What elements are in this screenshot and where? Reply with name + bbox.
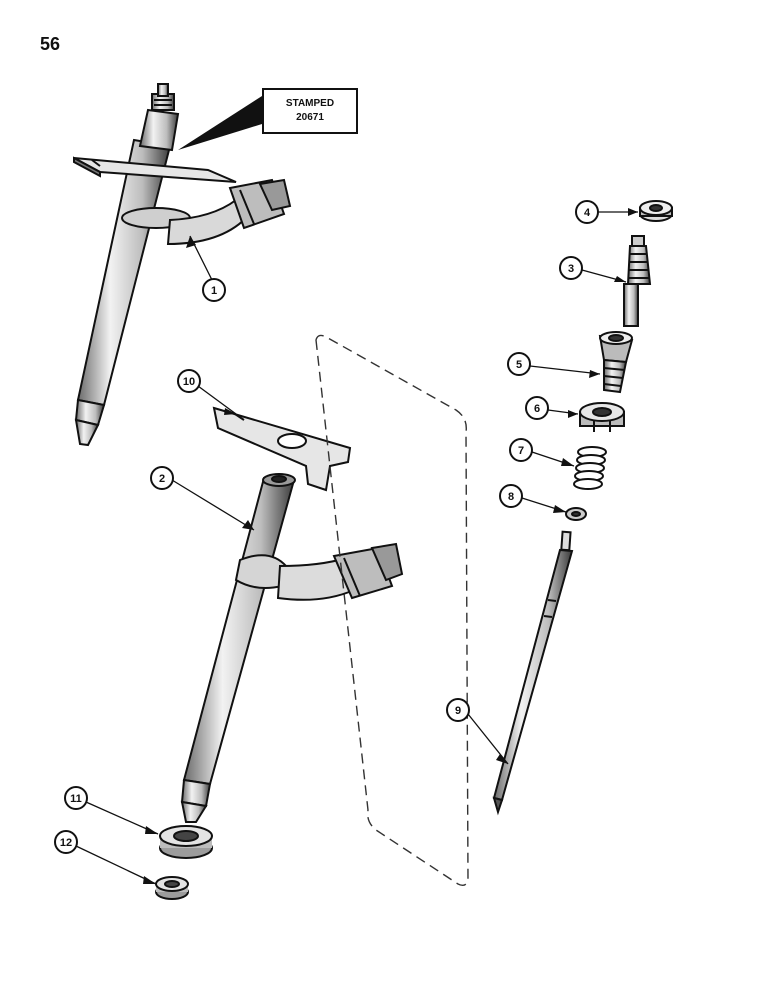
stamped-label-box: STAMPED 20671 (262, 88, 358, 134)
spring-seat-part-8 (565, 507, 587, 521)
sealing-washer-part-11 (159, 825, 213, 859)
callout-2: 2 (150, 466, 174, 490)
injector-assembly-2 (180, 473, 404, 823)
callout-5: 5 (507, 352, 531, 376)
callout-3: 3 (559, 256, 583, 280)
clamp-plate-part-10 (212, 406, 352, 492)
callout-6: 6 (525, 396, 549, 420)
callout-11: 11 (64, 786, 88, 810)
push-rod-part-9 (492, 530, 574, 816)
spring-part-7 (573, 446, 607, 490)
callout-12: 12 (54, 830, 78, 854)
spring-cap-bolt-part-5 (598, 331, 634, 394)
leader-lines (75, 211, 638, 885)
callout-1: 1 (202, 278, 226, 302)
stamped-label-line1: STAMPED (285, 98, 335, 109)
lock-nut-part-6 (579, 402, 625, 432)
callout-10: 10 (177, 369, 201, 393)
leader-arrowheads (143, 208, 638, 884)
callout-label-5: 5 (516, 359, 522, 371)
stamped-label-line2: 20671 (296, 112, 324, 123)
page-number: 56 (40, 34, 61, 54)
injector-assembly-1 (73, 83, 292, 447)
nut-part-4 (639, 200, 673, 222)
callout-label-4: 4 (584, 207, 591, 219)
phantom-boundary-outline (315, 334, 469, 887)
callout-label-10: 10 (183, 376, 195, 388)
callout-label-8: 8 (508, 491, 514, 503)
callout-label-2: 2 (159, 473, 165, 485)
stamp-pointer-arrow (178, 96, 262, 150)
adjusting-screw-part-3 (623, 235, 652, 327)
callout-label-6: 6 (534, 403, 540, 415)
callout-label-9: 9 (455, 705, 461, 717)
callout-label-12: 12 (60, 837, 72, 849)
callout-8: 8 (499, 484, 523, 508)
callout-9: 9 (446, 698, 470, 722)
callout-4: 4 (575, 200, 599, 224)
callout-7: 7 (509, 438, 533, 462)
washer-part-12 (155, 876, 189, 900)
callout-label-7: 7 (518, 445, 524, 457)
callout-label-11: 11 (70, 793, 82, 805)
callout-label-1: 1 (211, 285, 217, 297)
callout-label-3: 3 (568, 263, 574, 275)
